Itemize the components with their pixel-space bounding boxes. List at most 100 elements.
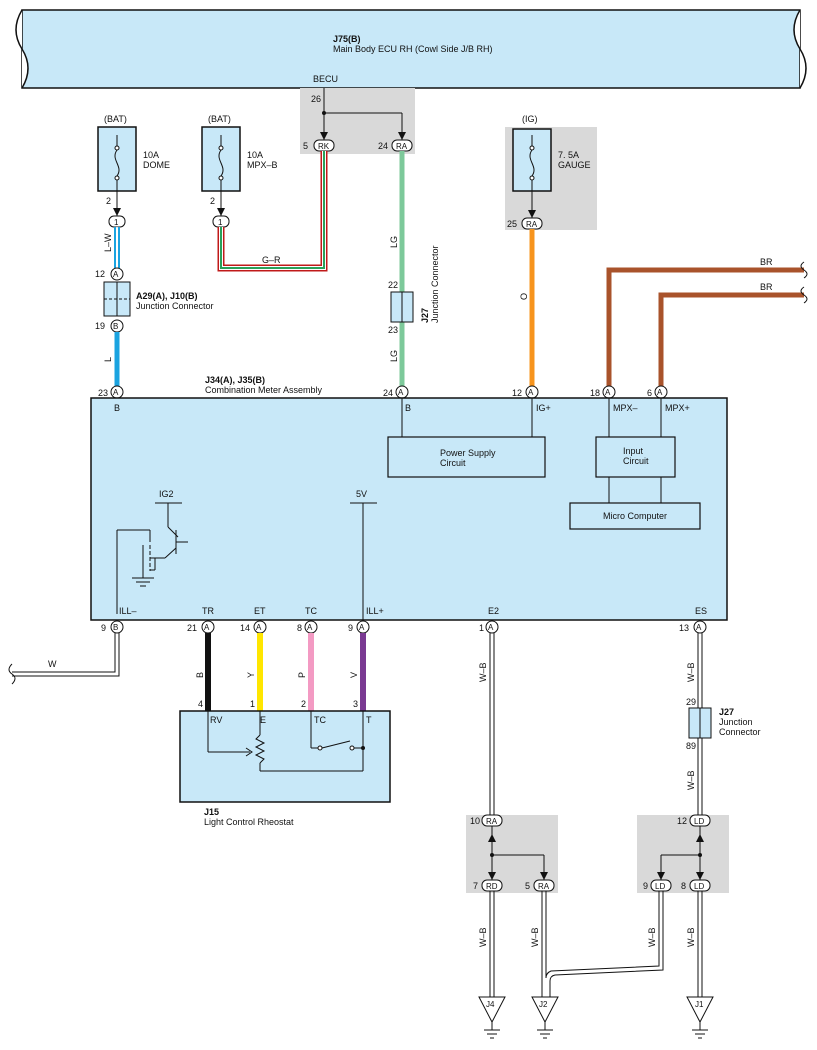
rheo-label-e: E xyxy=(260,715,266,725)
jc-mid-pin-bot: 23 xyxy=(388,325,398,335)
jc-mid-code: J27 xyxy=(420,308,430,323)
wire-wb2-label: W–B xyxy=(686,662,696,682)
ecu-bar: J75(B) Main Body ECU RH (Cowl Side J/B R… xyxy=(15,9,807,89)
jc-left-b: B xyxy=(113,322,118,331)
wire-wb7-label: W–B xyxy=(686,927,696,947)
wire-lw: L–W xyxy=(103,227,120,268)
wire-wb1-label: W–B xyxy=(478,662,488,682)
fuse-dome-pin: 2 xyxy=(106,196,111,206)
meter-label-igp: IG+ xyxy=(536,403,551,413)
meter-top-pins: 23 A 24 A 12 A 18 A 6 A xyxy=(98,385,668,399)
wire-o-label: O xyxy=(519,293,529,300)
jc-right-pin-top: 29 xyxy=(686,697,696,707)
fuse-gauge-pin: 25 xyxy=(507,219,517,229)
meter-label-ill-plus: ILL+ xyxy=(366,606,384,616)
splice-right-r: LD xyxy=(694,882,704,891)
wire-w: W xyxy=(8,633,120,685)
wire-p-label: P xyxy=(297,672,307,678)
fuse-dome: (BAT) 10A DOME 2 1 xyxy=(97,114,170,228)
meter-pin-24-conn: A xyxy=(398,388,404,397)
fuse-gauge-name: GAUGE xyxy=(558,160,591,170)
meter-bpin-9b: 9 xyxy=(101,623,106,633)
ecu-code: J75(B) xyxy=(333,34,361,44)
splice-right-l: LD xyxy=(655,882,665,891)
wire-l-label: L xyxy=(103,357,113,362)
micro-computer xyxy=(569,502,701,530)
meter-bpin-14: 14 xyxy=(240,623,250,633)
input-circuit-label1: Input xyxy=(623,446,644,456)
fuse-mpxb-src: (BAT) xyxy=(208,114,231,124)
wire-wb5-label: W–B xyxy=(530,927,540,947)
wire-b-label: B xyxy=(195,672,205,678)
wire-v-label: V xyxy=(349,672,359,678)
wire-lw-label: L–W xyxy=(103,233,113,252)
meter-label-tr: TR xyxy=(202,606,214,616)
ground-j2-icon: J2 xyxy=(531,996,559,1039)
meter-bpin-9a-conn: A xyxy=(359,623,365,632)
jc-left-pin-top: 12 xyxy=(95,269,105,279)
wire-gr-label: G–R xyxy=(262,255,281,265)
junction-j27-mid: 22 23 J27 Junction Connector xyxy=(388,245,440,335)
meter-pin-12-conn: A xyxy=(528,388,534,397)
jc-right-name1: Junction xyxy=(719,717,753,727)
wire-lg: LG LG xyxy=(389,151,405,386)
splice-right-area xyxy=(637,815,729,893)
light-control-rheostat xyxy=(179,710,391,803)
fuse-mpxb-pin: 2 xyxy=(210,196,215,206)
splice-left-r-num: 5 xyxy=(525,881,530,891)
meter-label-et: ET xyxy=(254,606,266,616)
meter-bpin-1: 1 xyxy=(479,623,484,633)
meter-label-es: ES xyxy=(695,606,707,616)
wire-br2-label: BR xyxy=(760,282,773,292)
meter-bpin-13-conn: A xyxy=(696,623,702,632)
wire-br1-label: BR xyxy=(760,257,773,267)
meter-pin-12: 12 xyxy=(512,388,522,398)
splice-left: RA 10 RD 7 RA 5 xyxy=(470,814,555,892)
meter-bpin-8: 8 xyxy=(297,623,302,633)
meter-bpin-9b-conn: B xyxy=(113,623,118,632)
jc-right-name2: Connector xyxy=(719,727,761,737)
meter-bpin-9a: 9 xyxy=(348,623,353,633)
wire-wb6-label: W–B xyxy=(647,927,657,947)
splice-right-l-num: 9 xyxy=(643,881,648,891)
v5-label: 5V xyxy=(356,489,367,499)
splice-left-r: RA xyxy=(538,882,550,891)
rheo-pin-1: 1 xyxy=(250,699,255,709)
fuse-dome-name: DOME xyxy=(143,160,170,170)
ground-j4-icon: J4 xyxy=(478,996,506,1039)
transistor-icon: IG2 xyxy=(116,489,188,614)
meter-bpin-8-conn: A xyxy=(307,623,313,632)
micro-computer-label: Micro Computer xyxy=(603,511,667,521)
wire-o: O xyxy=(519,229,535,386)
ecu-pin-5: 5 xyxy=(303,141,308,151)
ecu-pin-24: 24 xyxy=(378,141,388,151)
jc-left-name: Junction Connector xyxy=(136,301,214,311)
junction-j27-right: 29 89 J27 Junction Connector xyxy=(686,697,761,751)
fuse-gauge-amp: 7. 5A xyxy=(558,150,579,160)
meter-bpin-21-conn: A xyxy=(204,623,210,632)
ground-j1-label: J1 xyxy=(695,1000,704,1009)
jc-left-pin-bot: 19 xyxy=(95,321,105,331)
splice-left-l: RD xyxy=(486,882,498,891)
ground-j4-label: J4 xyxy=(486,1000,495,1009)
meter-label-e2: E2 xyxy=(488,606,499,616)
fuse-mpxb: (BAT) 10A MPX–B 2 1 xyxy=(201,114,278,228)
wire-l: L xyxy=(103,332,120,386)
ground-j2-label: J2 xyxy=(539,1000,548,1009)
meter-label-b1: B xyxy=(114,403,120,413)
rheo-pin-2: 2 xyxy=(301,699,306,709)
wire-y-label: Y xyxy=(246,672,256,678)
jc-mid-pin-top: 22 xyxy=(388,280,398,290)
wire-wb-bottom: W–B W–B W–B W–B xyxy=(478,891,703,997)
fuse-mpxb-amp: 10A xyxy=(247,150,263,160)
rheo-label-rv: RV xyxy=(210,715,222,725)
ecu-name: Main Body ECU RH (Cowl Side J/B RH) xyxy=(333,44,493,54)
meter-label-tc: TC xyxy=(305,606,317,616)
rheo-pin-3: 3 xyxy=(353,699,358,709)
meter-pin-6: 6 xyxy=(647,388,652,398)
meter-pin-24: 24 xyxy=(383,388,393,398)
wire-br: BR BR xyxy=(606,257,808,386)
meter-label-b2: B xyxy=(405,403,411,413)
jc-right-code: J27 xyxy=(719,707,734,717)
